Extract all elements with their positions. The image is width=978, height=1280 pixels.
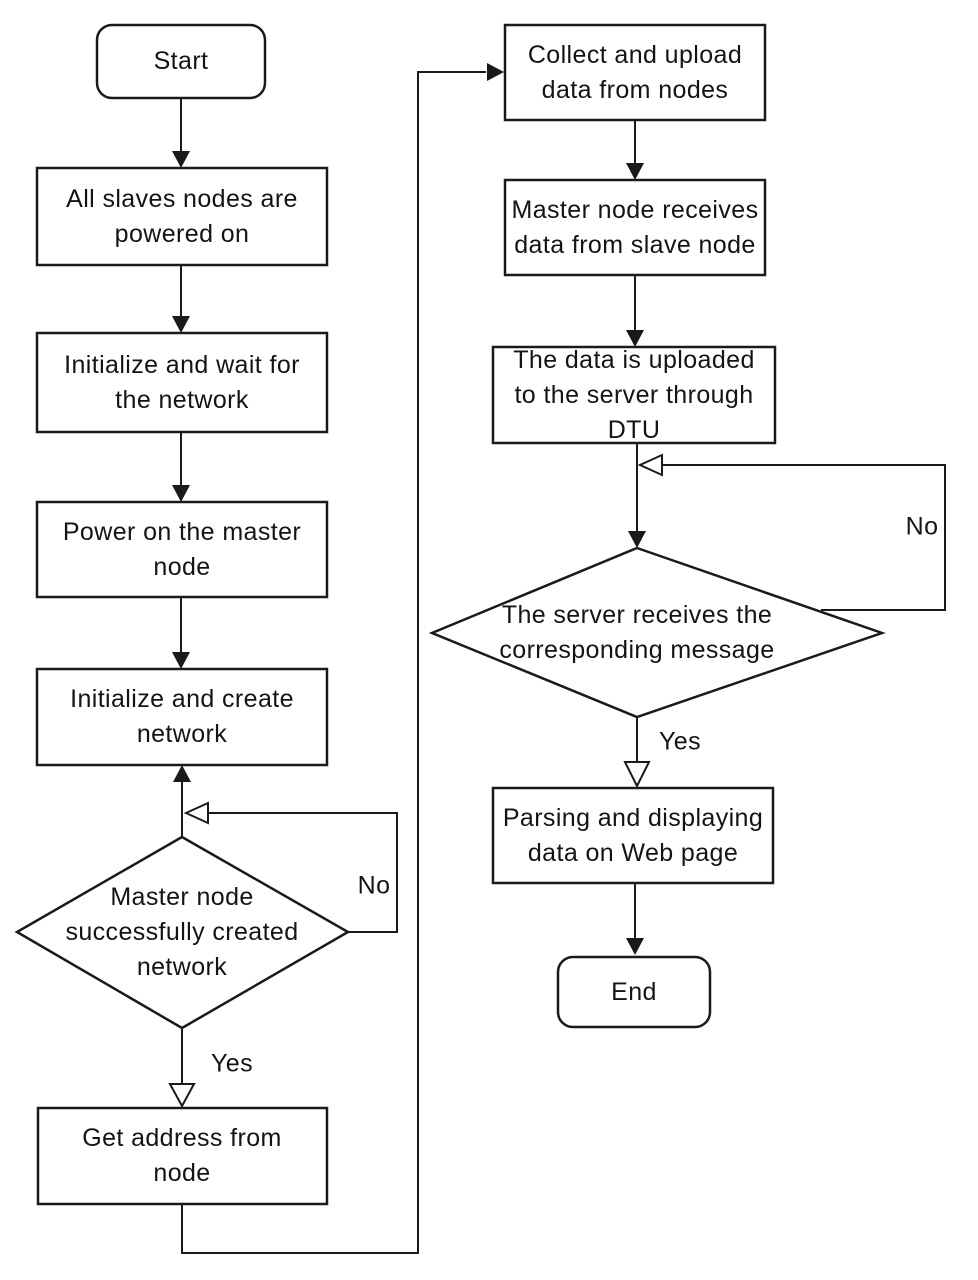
arrow-collect-upload-to-master-receives: [626, 120, 644, 180]
arrow-parsing-to-end: [626, 883, 644, 955]
label-master-receives: Master node receives data from slave nod…: [511, 195, 759, 259]
arrow-power-master-to-init-create: [172, 597, 190, 669]
decision-server-message-shape: [428, 546, 886, 719]
label-upload-dtu: The data is uploaded to the server throu…: [513, 345, 755, 444]
label-parsing-display: Parsing and displaying data on Web page: [502, 803, 764, 867]
branch-label-yes-right: Yes: [659, 727, 701, 756]
yes-arrow-decision-master-to-get-address: [168, 1028, 196, 1109]
arrow-all-slaves-to-init-wait: [172, 265, 190, 333]
process-all-slaves-shape: [35, 166, 329, 267]
end-terminator-shape: [556, 955, 712, 1029]
label-init-create: Initialize and create network: [70, 685, 294, 748]
label-power-master: Power on the master node: [62, 517, 302, 581]
arrow-upload-dtu-to-decision-server: [628, 443, 646, 548]
arrow-start-to-all-slaves: [172, 98, 190, 168]
process-init-wait-shape: [35, 331, 329, 434]
decision-master-network-shape: [14, 835, 351, 1030]
start-terminator-shape: [95, 23, 267, 100]
process-master-receives-shape: [503, 178, 767, 277]
label-all-slaves: All slaves nodes are powered on: [66, 184, 298, 248]
label-decision-server: The server receives the corresponding me…: [499, 601, 775, 664]
process-upload-dtu-shape: [491, 345, 777, 445]
process-power-master-shape: [35, 500, 329, 599]
arrow-init-wait-to-power-master: [172, 432, 190, 502]
branch-label-no-right: No: [905, 512, 939, 541]
label-init-wait: Initialize and wait for the network: [64, 350, 300, 414]
process-parsing-display-shape: [491, 786, 775, 885]
yes-arrow-decision-server-to-parsing: [623, 717, 651, 789]
label-start: Start: [153, 47, 209, 75]
label-decision-master: Master node successfully created network: [65, 882, 299, 981]
process-collect-upload-shape: [503, 23, 767, 122]
process-init-create-shape: [35, 667, 329, 767]
no-loop-left-path: [183, 801, 398, 933]
route-get-address-to-collect-upload: [181, 63, 504, 1254]
no-loop-right-path: [637, 453, 946, 611]
arrow-master-receives-to-upload-dtu: [626, 275, 644, 347]
label-get-address: Get address from node: [82, 1124, 282, 1187]
branch-label-no-left: No: [357, 871, 391, 900]
branch-label-yes-left: Yes: [211, 1049, 253, 1078]
process-get-address-shape: [36, 1106, 329, 1206]
arrow-decision-master-up-to-init-create: [173, 765, 191, 837]
label-end: End: [611, 977, 657, 1006]
label-collect-upload: Collect and upload data from nodes: [527, 40, 743, 104]
